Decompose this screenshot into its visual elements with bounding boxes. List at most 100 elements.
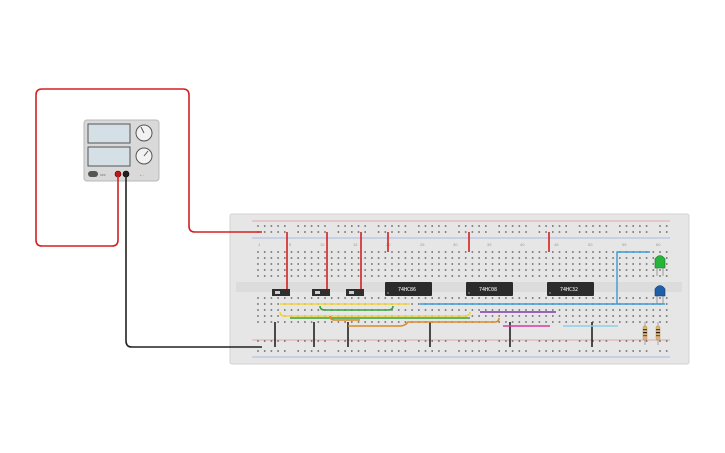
breadboard-hole[interactable]	[337, 340, 340, 342]
breadboard-hole[interactable]	[538, 257, 541, 259]
breadboard-hole[interactable]	[304, 251, 306, 253]
breadboard-hole[interactable]	[431, 275, 433, 277]
breadboard-hole[interactable]	[257, 225, 259, 227]
breadboard-hole[interactable]	[471, 257, 474, 259]
breadboard-hole[interactable]	[438, 275, 440, 277]
breadboard-hole[interactable]	[632, 231, 634, 233]
breadboard-hole[interactable]	[257, 315, 259, 317]
breadboard-hole[interactable]	[344, 263, 346, 265]
breadboard-hole[interactable]	[377, 257, 380, 259]
breadboard-hole[interactable]	[297, 350, 299, 352]
breadboard-hole[interactable]	[310, 269, 313, 271]
breadboard-hole[interactable]	[525, 315, 527, 317]
breadboard-hole[interactable]	[444, 350, 447, 352]
breadboard-hole[interactable]	[585, 340, 588, 342]
breadboard-hole[interactable]	[304, 231, 306, 233]
breadboard-hole[interactable]	[270, 350, 273, 352]
breadboard-hole[interactable]	[418, 225, 420, 227]
breadboard-hole[interactable]	[498, 225, 500, 227]
breadboard-hole[interactable]	[612, 321, 614, 323]
breadboard-hole[interactable]	[545, 275, 547, 277]
breadboard-hole[interactable]	[598, 297, 601, 299]
breadboard-hole[interactable]	[511, 257, 514, 259]
breadboard-hole[interactable]	[297, 231, 299, 233]
breadboard-hole[interactable]	[277, 263, 279, 265]
breadboard-hole[interactable]	[498, 350, 500, 352]
breadboard-hole[interactable]	[531, 269, 534, 271]
breadboard-hole[interactable]	[639, 315, 641, 317]
blue-led[interactable]	[654, 285, 666, 297]
green-wire[interactable]	[319, 305, 394, 311]
breadboard-hole[interactable]	[317, 297, 320, 299]
breadboard-hole[interactable]	[565, 275, 567, 277]
breadboard-hole[interactable]	[431, 269, 433, 271]
breadboard-hole[interactable]	[545, 257, 547, 259]
breadboard-hole[interactable]	[518, 251, 521, 253]
breadboard-hole[interactable]	[431, 297, 433, 299]
breadboard-hole[interactable]	[558, 321, 561, 323]
breadboard-hole[interactable]	[357, 275, 360, 277]
breadboard-hole[interactable]	[371, 297, 373, 299]
breadboard-hole[interactable]	[505, 321, 507, 323]
breadboard-hole[interactable]	[263, 275, 266, 277]
breadboard-hole[interactable]	[464, 350, 467, 352]
breadboard-hole[interactable]	[665, 269, 668, 271]
breadboard-hole[interactable]	[639, 321, 641, 323]
breadboard-hole[interactable]	[471, 309, 474, 311]
breadboard-hole[interactable]	[605, 350, 608, 352]
breadboard-hole[interactable]	[592, 297, 594, 299]
breadboard-hole[interactable]	[384, 251, 387, 253]
breadboard-hole[interactable]	[612, 297, 614, 299]
breadboard-hole[interactable]	[444, 269, 447, 271]
breadboard-hole[interactable]	[438, 340, 440, 342]
breadboard-hole[interactable]	[404, 263, 407, 265]
breadboard-hole[interactable]	[263, 269, 266, 271]
breadboard-hole[interactable]	[297, 275, 299, 277]
breadboard-hole[interactable]	[498, 275, 500, 277]
breadboard-hole[interactable]	[284, 225, 286, 227]
breadboard-hole[interactable]	[418, 340, 420, 342]
breadboard-hole[interactable]	[330, 251, 333, 253]
breadboard-hole[interactable]	[605, 275, 608, 277]
slide-switch[interactable]	[272, 289, 290, 296]
breadboard-hole[interactable]	[411, 251, 413, 253]
breadboard-hole[interactable]	[344, 297, 346, 299]
breadboard-hole[interactable]	[310, 263, 313, 265]
breadboard-hole[interactable]	[485, 309, 487, 311]
breadboard-hole[interactable]	[458, 263, 460, 265]
breadboard-hole[interactable]	[444, 275, 447, 277]
breadboard-hole[interactable]	[632, 309, 634, 311]
breadboard-hole[interactable]	[351, 321, 353, 323]
breadboard-hole[interactable]	[344, 321, 346, 323]
breadboard-hole[interactable]	[424, 350, 427, 352]
breadboard-hole[interactable]	[397, 251, 400, 253]
breadboard-hole[interactable]	[391, 263, 393, 265]
breadboard-hole[interactable]	[592, 251, 594, 253]
breadboard-hole[interactable]	[639, 297, 641, 299]
breadboard-hole[interactable]	[351, 340, 353, 342]
breadboard-hole[interactable]	[578, 275, 581, 277]
breadboard-hole[interactable]	[424, 340, 427, 342]
breadboard-hole[interactable]	[284, 263, 286, 265]
breadboard-hole[interactable]	[511, 321, 514, 323]
breadboard-hole[interactable]	[531, 251, 534, 253]
breadboard-hole[interactable]	[632, 275, 634, 277]
breadboard-hole[interactable]	[284, 257, 286, 259]
breadboard-hole[interactable]	[451, 297, 454, 299]
breadboard-hole[interactable]	[525, 321, 527, 323]
breadboard-hole[interactable]	[357, 251, 360, 253]
breadboard-hole[interactable]	[518, 231, 521, 233]
breadboard-hole[interactable]	[552, 275, 554, 277]
breadboard-hole[interactable]	[458, 225, 460, 227]
breadboard-hole[interactable]	[351, 275, 353, 277]
breadboard-hole[interactable]	[505, 251, 507, 253]
breadboard-hole[interactable]	[511, 263, 514, 265]
breadboard-hole[interactable]	[257, 309, 259, 311]
breadboard-hole[interactable]	[364, 275, 366, 277]
breadboard-hole[interactable]	[665, 350, 668, 352]
breadboard-hole[interactable]	[337, 269, 340, 271]
breadboard-hole[interactable]	[505, 257, 507, 259]
breadboard-hole[interactable]	[478, 297, 480, 299]
breadboard-hole[interactable]	[619, 297, 621, 299]
breadboard-hole[interactable]	[397, 309, 400, 311]
